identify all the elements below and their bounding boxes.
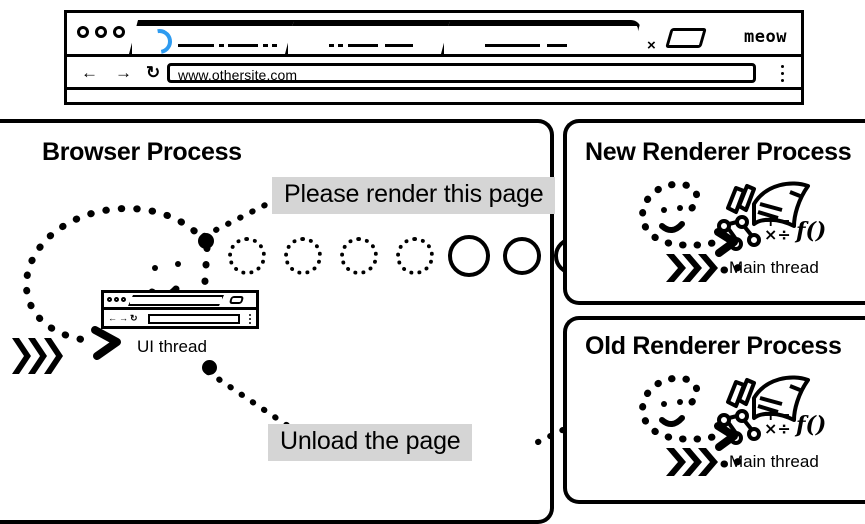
smiley-face-icon [659, 205, 685, 233]
tab-2-surface [288, 23, 482, 54]
svg-text:×÷: ×÷ [764, 419, 791, 438]
url-text: www.othersite.com [178, 67, 298, 83]
smiley-face-icon [659, 399, 685, 427]
math-symbols-icon: +− ×÷ [764, 405, 791, 438]
data-chunk-pending [284, 237, 322, 275]
tab-3-surface [444, 23, 638, 54]
window-dot-icon[interactable] [95, 26, 107, 38]
tab-3-title-placeholder [485, 44, 540, 47]
render-request-leader-line [201, 195, 282, 239]
address-bar[interactable]: www.othersite.com [167, 63, 756, 83]
tab-1-title-placeholder [228, 44, 258, 47]
dom-tree-icon [717, 215, 761, 251]
old-renderer-main-thread-graphic: +− ×÷ f() [639, 374, 826, 476]
tab-1-title-placeholder [272, 44, 277, 47]
brand-label: meow [744, 27, 787, 47]
tab-1-surface [132, 23, 326, 54]
svg-text:+−: +− [764, 405, 791, 424]
new-renderer-thread-label: Main thread [729, 258, 819, 277]
tab-1-title-placeholder [263, 44, 268, 47]
window-controls[interactable] [77, 26, 125, 38]
old-renderer-thread-label: Main thread [729, 452, 819, 471]
javascript-function-icon: f() [794, 218, 826, 244]
data-chunk-pending [396, 237, 434, 275]
old-renderer-process-panel [563, 316, 865, 504]
browser-window: × × × meow ← → ↻ www.other [64, 10, 804, 105]
ui-thread-new-tab [228, 296, 245, 304]
browser-process-title: Browser Process [42, 138, 242, 166]
window-dot-icon[interactable] [113, 26, 125, 38]
motion-chevrons-icon [666, 448, 718, 476]
svg-text:×÷: ×÷ [764, 225, 791, 244]
data-chunk-pending [340, 237, 378, 275]
data-chunk-pending [228, 237, 266, 275]
ui-thread-tab [128, 295, 224, 306]
javascript-function-icon: f() [794, 412, 826, 438]
diagram-canvas: × × × meow ← → ↻ www.other [0, 10, 865, 524]
ui-thread-address-bar [148, 314, 240, 324]
browser-process-thread-loop [12, 205, 211, 374]
dom-tree-icon [717, 409, 761, 445]
ui-thread-label: UI thread [137, 337, 207, 356]
back-button[interactable]: ← [81, 63, 98, 82]
tab-3-title-placeholder [547, 44, 567, 47]
tab-2-title-placeholder [338, 44, 343, 47]
ui-thread-browser-icon: ←→↻ [101, 290, 259, 329]
browser-tab-3[interactable] [441, 20, 641, 54]
forward-button[interactable]: → [115, 63, 132, 82]
tab-1-title-placeholder [178, 44, 214, 47]
ui-thread-window-dots [107, 297, 126, 302]
tab-2-title-placeholder [348, 44, 378, 47]
tab-strip: × × × meow [67, 13, 801, 59]
new-renderer-main-thread-graphic: +− ×÷ f() [639, 180, 826, 282]
data-chunk-sent [448, 235, 490, 277]
reload-button[interactable]: ↻ [146, 63, 161, 82]
window-dot-icon[interactable] [77, 26, 89, 38]
data-chunk-sent [503, 237, 541, 275]
old-renderer-process-title: Old Renderer Process [585, 332, 842, 360]
new-tab-button[interactable] [665, 28, 707, 48]
tab-1-title-placeholder [219, 44, 224, 47]
ui-thread-menu-icon [249, 314, 251, 326]
book-icon [726, 181, 810, 228]
render-request-callout: Please render this page [272, 177, 556, 214]
ui-thread-nav-icons: ←→↻ [108, 313, 140, 323]
book-icon [726, 375, 810, 422]
new-renderer-process-title: New Renderer Process [585, 138, 852, 166]
tab-2-title-placeholder [385, 44, 413, 47]
browser-menu-icon[interactable] [781, 65, 784, 86]
svg-text:+−: +− [764, 211, 791, 230]
unload-request-leader-line [205, 369, 297, 433]
unload-request-callout: Unload the page [268, 424, 473, 461]
browser-toolbar: ← → ↻ www.othersite.com [67, 57, 801, 90]
new-renderer-process-panel [563, 119, 865, 305]
ui-thread-tabstrip [104, 293, 256, 310]
tab-3-close-icon[interactable]: × [647, 37, 656, 54]
tab-2-title-placeholder [329, 44, 334, 47]
motion-chevrons-icon [12, 338, 63, 374]
motion-chevrons-icon [666, 254, 718, 282]
math-symbols-icon: +− ×÷ [764, 211, 791, 244]
